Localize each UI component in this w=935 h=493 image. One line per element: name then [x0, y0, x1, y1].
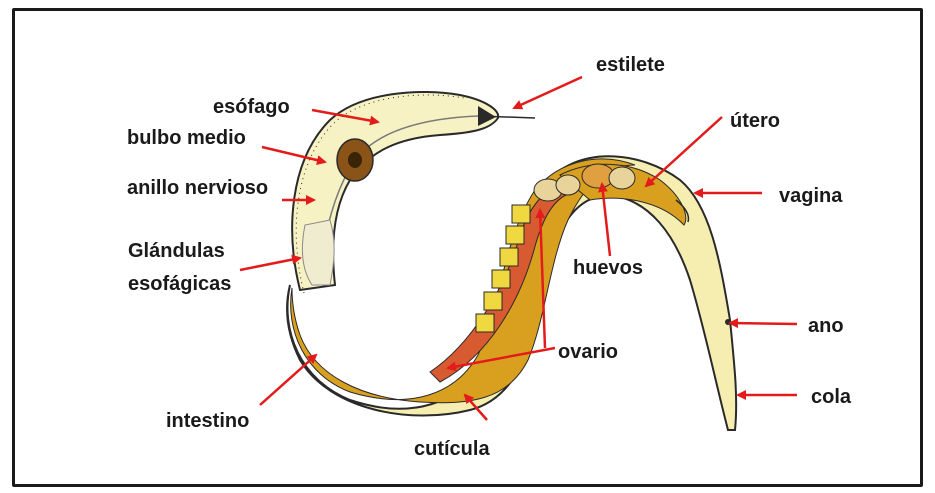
label-esofago: esófago	[213, 96, 290, 118]
label-estilete: estilete	[596, 54, 665, 76]
label-anillo-nervioso: anillo nervioso	[127, 177, 268, 199]
label-cuticula: cutícula	[414, 438, 490, 460]
egg-4	[609, 167, 635, 189]
label-ovario: ovario	[558, 341, 618, 363]
egg-2	[556, 175, 580, 195]
label-cola: cola	[811, 386, 851, 408]
label-intestino: intestino	[166, 410, 249, 432]
esophageal-glands	[302, 220, 334, 285]
label-huevos: huevos	[573, 257, 643, 279]
label-glandulas-line1: Glándulas	[128, 240, 225, 262]
label-ano: ano	[808, 315, 844, 337]
label-bulbo-medio: bulbo medio	[127, 127, 246, 149]
label-vagina: vagina	[779, 185, 842, 207]
label-glandulas-line2: esofágicas	[128, 273, 231, 295]
label-utero: útero	[730, 110, 780, 132]
